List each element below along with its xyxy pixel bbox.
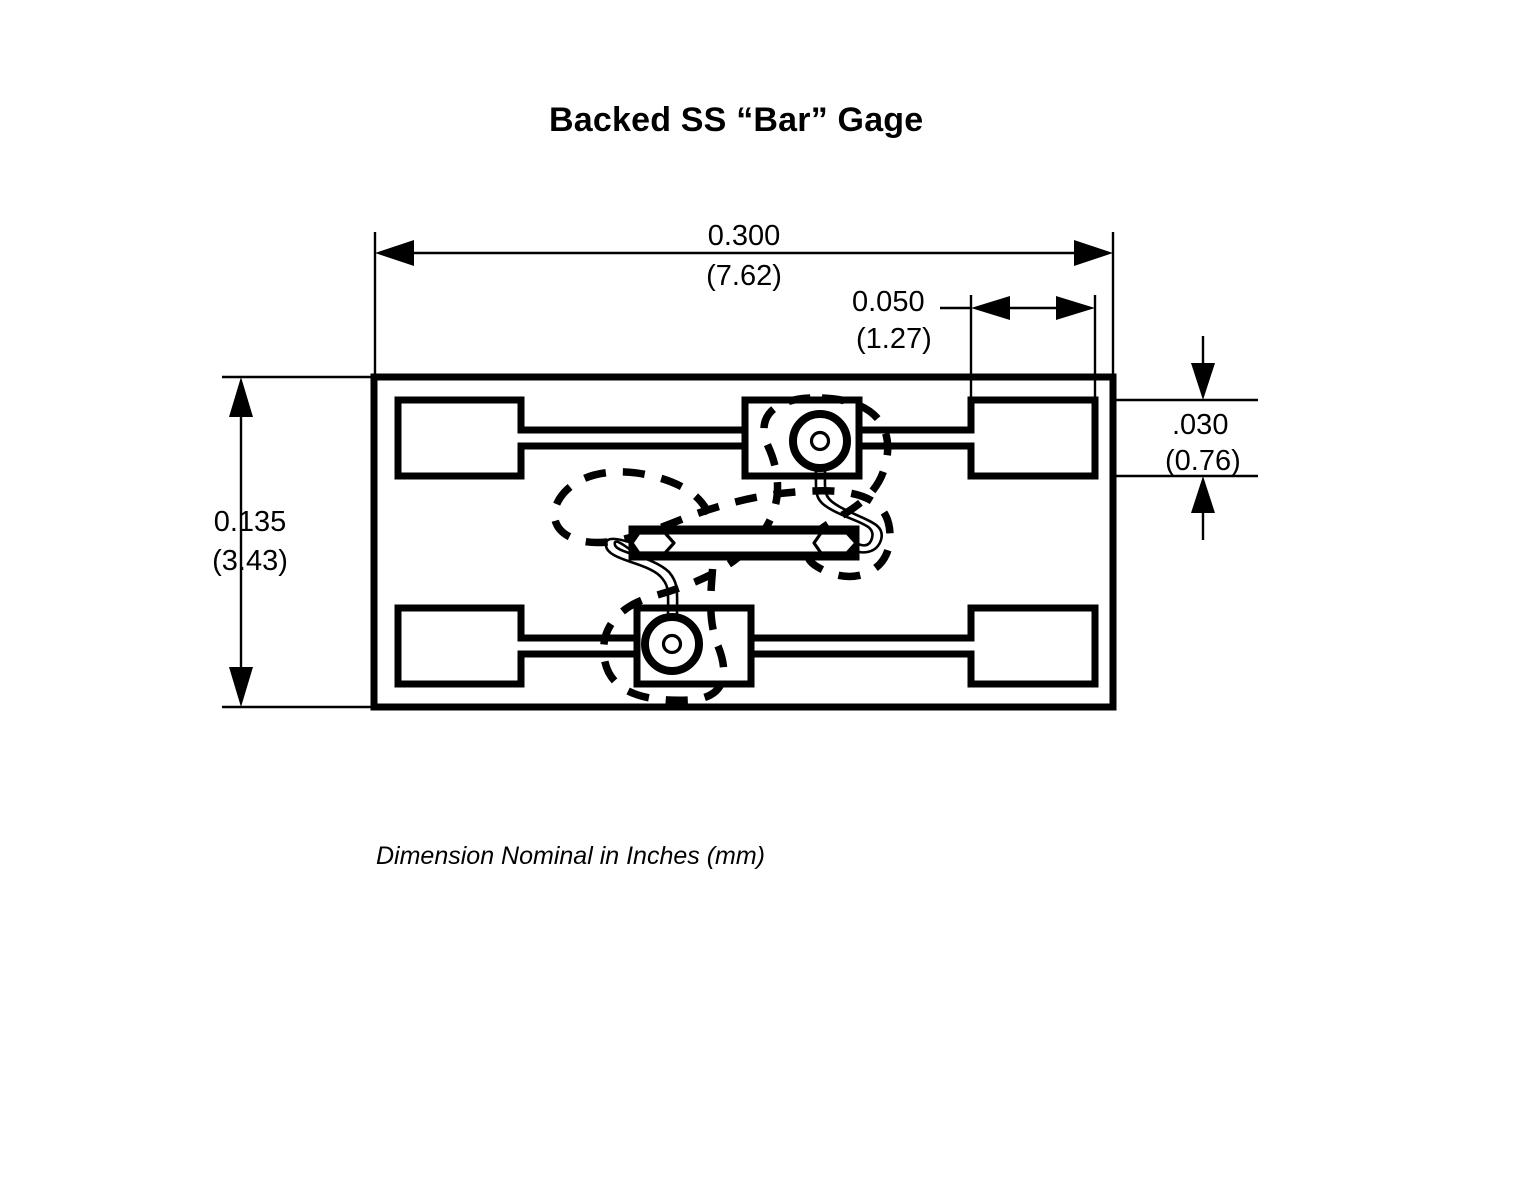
lower-left-pad bbox=[394, 604, 641, 688]
dim-pad-height-mm: (0.76) bbox=[1165, 445, 1241, 477]
arrow-pad-bottom bbox=[1191, 476, 1215, 513]
dim-overall-width-inches: 0.300 bbox=[708, 220, 781, 252]
upper-left-pad bbox=[394, 396, 749, 480]
arrow-left bbox=[375, 240, 414, 266]
wire-upper-inner bbox=[823, 467, 884, 554]
page-title: Backed SS “Bar” Gage bbox=[549, 101, 923, 139]
wire-lower-outer bbox=[604, 537, 670, 618]
lower-right-pad bbox=[747, 604, 1099, 688]
bar-left-terminal-cap bbox=[630, 531, 676, 555]
bar-right-terminal-cap bbox=[812, 531, 858, 555]
dim-overall-height-inches: 0.135 bbox=[214, 506, 287, 538]
substrate-outline bbox=[370, 373, 1117, 711]
dimension-pad-width: 0.050 (1.27) bbox=[852, 286, 1097, 404]
dim-pad-width-inches: 0.050 bbox=[852, 286, 925, 318]
lower-via-hole bbox=[661, 633, 683, 655]
encapsulant-outline bbox=[550, 394, 894, 705]
arrow-pad-right bbox=[1056, 296, 1095, 320]
wire-lower-inner bbox=[613, 540, 679, 618]
arrow-pad-left bbox=[971, 296, 1010, 320]
arrow-pad-top bbox=[1191, 363, 1215, 400]
dimension-pad-height: .030 (0.76) bbox=[1110, 336, 1258, 540]
dim-overall-width-mm: (7.62) bbox=[706, 260, 782, 292]
dim-pad-width-mm: (1.27) bbox=[856, 323, 932, 355]
arrow-top bbox=[229, 377, 253, 417]
wire-upper-outer bbox=[814, 467, 874, 547]
dimension-overall-width: 0.300 (7.62) bbox=[373, 220, 1115, 382]
upper-via-hole bbox=[809, 430, 831, 452]
drawing-caption: Dimension Nominal in Inches (mm) bbox=[376, 842, 765, 870]
dim-pad-height-inches: .030 bbox=[1172, 409, 1228, 441]
arrow-right bbox=[1074, 240, 1113, 266]
arrow-bottom bbox=[229, 667, 253, 707]
dimension-overall-height: 0.135 (3.43) bbox=[212, 375, 372, 709]
dim-overall-height-mm: (3.43) bbox=[212, 545, 288, 577]
